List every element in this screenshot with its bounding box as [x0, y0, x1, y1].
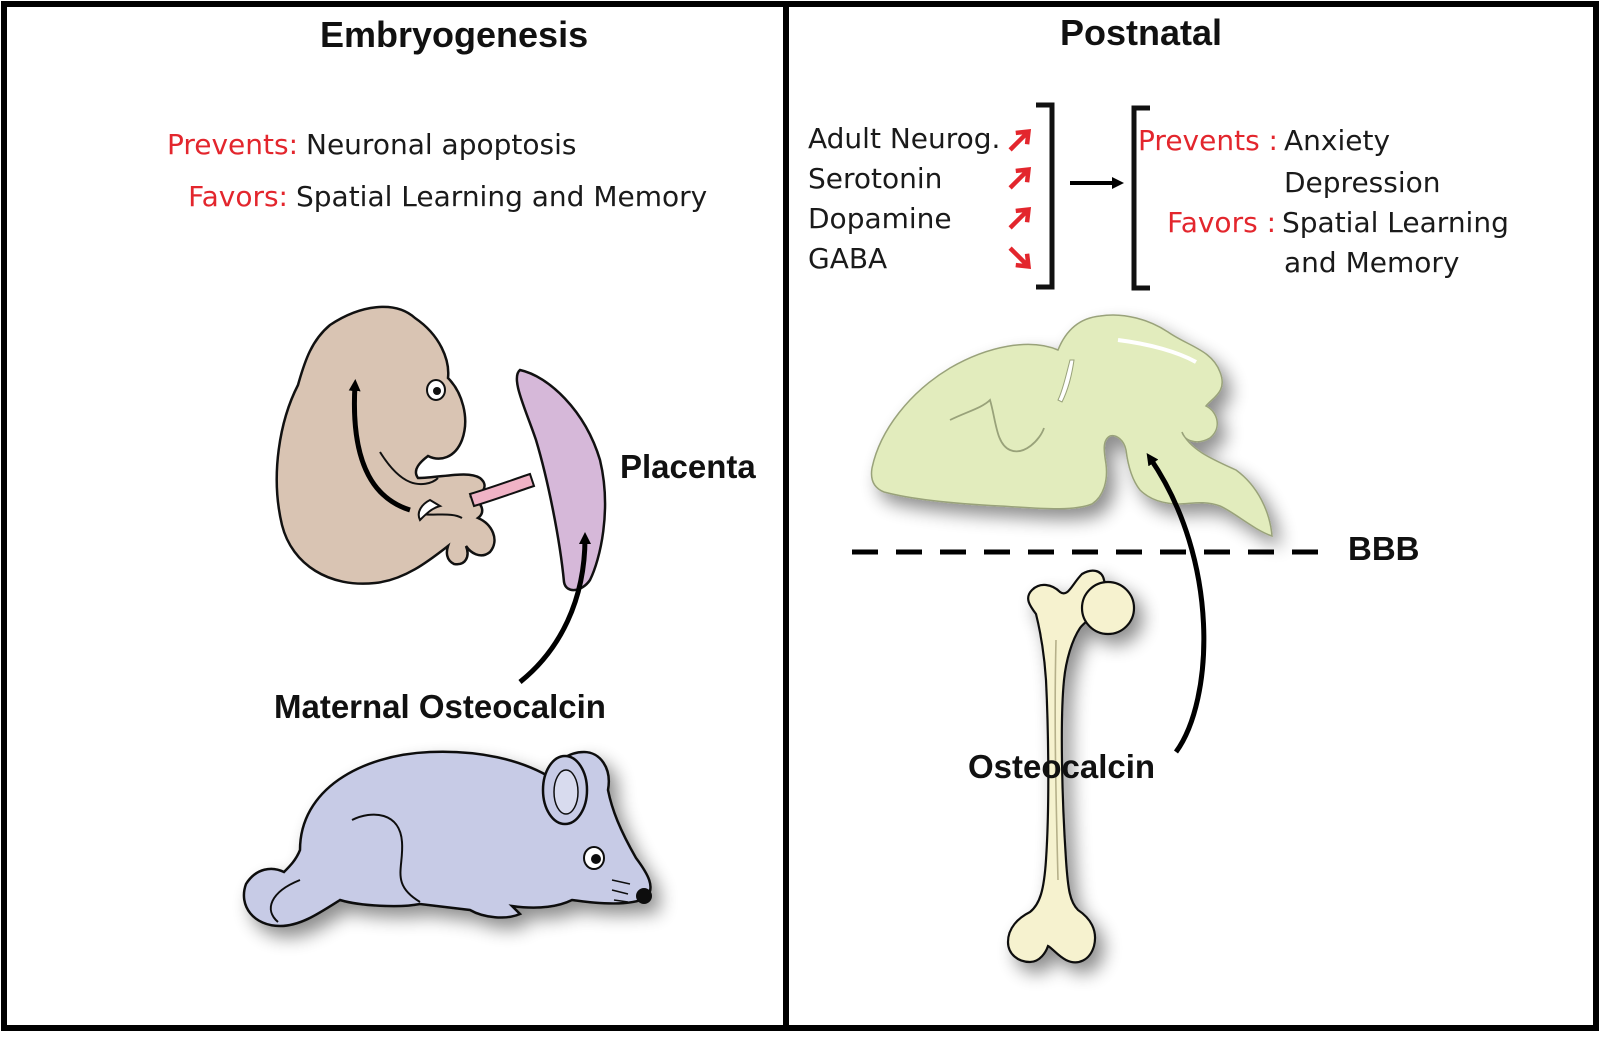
embryo-body: [275, 305, 496, 585]
effect-value-depression: Depression: [1284, 166, 1441, 199]
mouse-tail: [269, 879, 301, 923]
brain-outline: [870, 314, 1273, 538]
effect-key-favors-postnatal: Favors :: [1167, 206, 1276, 239]
effect-key-prevents-postnatal: Prevents :: [1138, 124, 1278, 157]
mouse-pupil: [591, 854, 601, 864]
femur-shaft-line: [1054, 639, 1059, 881]
factor-dopamine: Dopamine: [808, 202, 952, 235]
embryo-arm: [379, 451, 439, 486]
arrow-into-brain: [1146, 453, 1207, 754]
brain-illustration: [870, 314, 1273, 538]
brain-ventricle-2: [1117, 338, 1197, 364]
red-up-arrow-icon: [1008, 206, 1032, 230]
umbilical-cord: [468, 472, 536, 508]
red-down-arrow-icon: [1008, 246, 1032, 270]
panel-title-embryogenesis: Embryogenesis: [320, 14, 589, 55]
red-up-arrow-icon: [1008, 128, 1032, 152]
red-up-arrow-icon: [1008, 166, 1032, 190]
effect-value-spatial-learning-postnatal: Spatial Learning: [1282, 206, 1509, 239]
mouse-whiskers: [611, 879, 631, 903]
label-maternal-osteocalcin: Maternal Osteocalcin: [274, 688, 606, 725]
brain-fold: [949, 398, 1045, 453]
label-placenta: Placenta: [620, 448, 756, 485]
effect-key-prevents: Prevents:: [166, 128, 298, 161]
mouse-nose-icon: [636, 888, 652, 904]
embryo-pupil: [433, 387, 441, 395]
left-bracket-close: [1036, 102, 1055, 290]
right-bracket-open: [1131, 105, 1150, 291]
label-osteocalcin: Osteocalcin: [968, 748, 1156, 785]
effect-value-and-memory: and Memory: [1284, 246, 1460, 279]
effect-key-favors: Favors:: [188, 180, 288, 213]
effect-value-neuronal-apoptosis: Neuronal apoptosis: [306, 128, 577, 161]
femur-head: [1080, 580, 1136, 636]
embryo-tail: [417, 498, 443, 522]
effect-value-anxiety: Anxiety: [1284, 124, 1391, 157]
mouse-leg: [351, 813, 421, 903]
factor-adult-neurog: Adult Neurog.: [808, 122, 1001, 155]
arrow-into-placenta: [518, 532, 591, 684]
label-bbb: BBB: [1348, 530, 1420, 567]
factor-gaba: GABA: [808, 242, 888, 275]
mouse-body: [242, 750, 652, 928]
brain-ventricle: [1057, 359, 1075, 403]
panel-title-postnatal: Postnatal: [1060, 12, 1223, 53]
mouse-inner-ear: [553, 769, 579, 815]
femur-illustration: [1006, 569, 1136, 964]
embryo-illustration: [275, 305, 496, 585]
effect-value-spatial-learning: Spatial Learning and Memory: [296, 180, 708, 213]
factor-serotonin: Serotonin: [808, 162, 943, 195]
arrow-into-embryo: [348, 379, 411, 513]
femur-outline: [1006, 569, 1108, 964]
mouse-illustration: [242, 750, 652, 928]
